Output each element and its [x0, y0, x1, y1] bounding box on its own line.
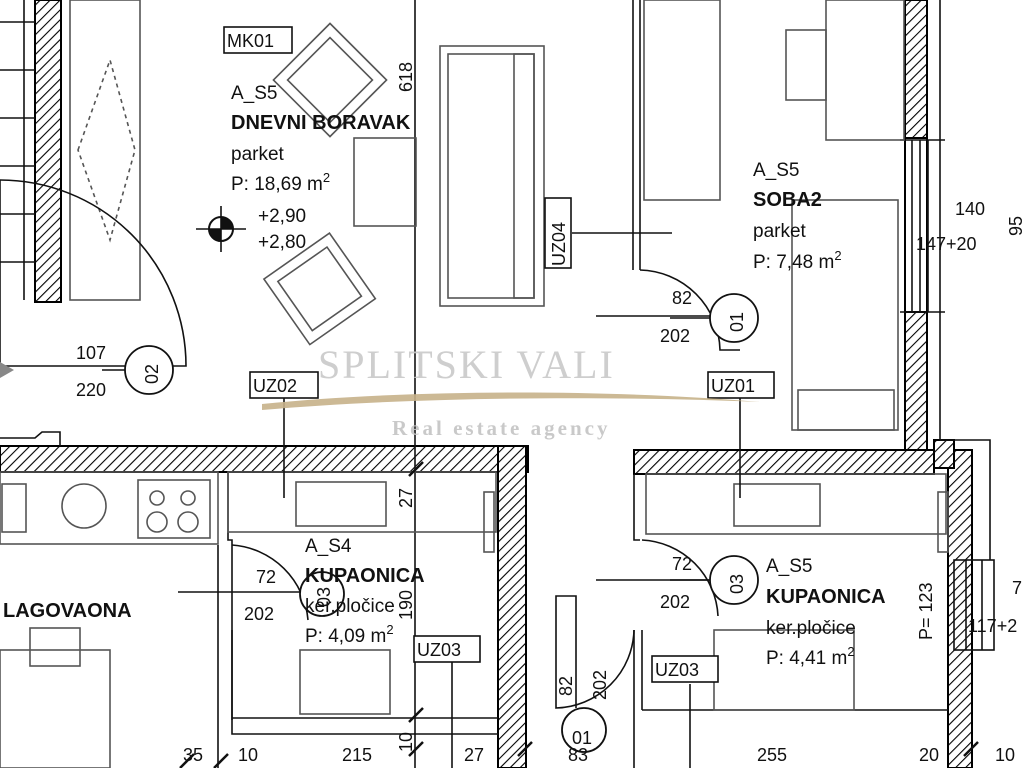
door01-bottom-height: 202: [590, 670, 610, 700]
bath2-name: KUPAONICA: [766, 586, 886, 608]
living-room-floor: parket: [231, 144, 285, 165]
door01-bottom-width: 82: [556, 676, 576, 696]
dim-bottom-83: 83: [568, 745, 588, 765]
wall-window-right: [904, 137, 928, 313]
dim-bottom-10a: 10: [238, 745, 258, 765]
dim-bottom-20: 20: [919, 745, 939, 765]
bath2-floor: ker.pločice: [766, 618, 856, 639]
tag-uz03-bath2: UZ03: [655, 660, 699, 680]
wall-left-vertical: [34, 0, 62, 303]
dim-618: 618: [396, 62, 416, 92]
bath1-floor: ker.pločice: [305, 596, 395, 617]
dim-190: 190: [396, 590, 416, 620]
dim-7: 7: [1012, 578, 1022, 598]
dining-name: LAGOVAONA: [3, 600, 132, 622]
room2-floor: parket: [753, 221, 807, 242]
wall-outer-right: [933, 439, 955, 469]
dim-27-top: 27: [396, 488, 416, 508]
door03-bath2-height: 202: [660, 592, 690, 612]
level-marker: [196, 206, 246, 252]
watermark-title: SPLITSKI VALI: [318, 342, 615, 387]
dim-bottom-255: 255: [757, 745, 787, 765]
living-room-area: P: 18,69 m2: [231, 170, 330, 195]
tag-uz01: UZ01: [711, 376, 755, 396]
dim-117: 117+2: [968, 616, 1017, 636]
door01-room-height: 202: [660, 326, 690, 346]
living-room-name: DNEVNI BORAVAK: [231, 112, 411, 134]
bath1-code: A_S4: [305, 536, 352, 557]
dimension-ticks: [179, 461, 979, 768]
wall-middle-horizontal-right: [633, 449, 935, 475]
tag-boxes: [223, 26, 775, 683]
bath2-area: P: 4,41 m2: [766, 644, 855, 669]
door01-bottom-number: 01: [572, 728, 592, 748]
tag-uz04: UZ04: [549, 222, 569, 266]
dim-95: 95: [1006, 216, 1024, 236]
dim-bottom-10b: 10: [396, 732, 416, 752]
watermark-swoosh: [262, 392, 760, 410]
door03-bath1-number: 03: [314, 587, 334, 607]
wall-middle-horizontal-left: [0, 445, 529, 473]
door02-height: 220: [76, 380, 106, 400]
tag-uz03-bath1: UZ03: [417, 640, 461, 660]
door02-number: 02: [142, 364, 162, 384]
tag-uz02: UZ02: [253, 376, 297, 396]
door03-bath2-width: 72: [672, 554, 692, 574]
watermark-subtitle: Real estate agency: [392, 416, 610, 440]
door-circles: [124, 293, 759, 753]
dim-bottom-215: 215: [342, 745, 372, 765]
room2-area: P: 7,48 m2: [753, 248, 842, 273]
door-swings: [0, 179, 740, 709]
room2-code: A_S5: [753, 160, 799, 181]
wall-right-vertical: [904, 0, 928, 139]
wall-right-lower: [904, 311, 928, 453]
wall-bath2-right: [947, 449, 973, 768]
watermark: SPLITSKI VALI Real estate agency: [262, 342, 760, 440]
bath1-area: P: 4,09 m2: [305, 622, 394, 647]
level-upper: +2,90: [258, 206, 306, 227]
door03-bath2-number: 03: [727, 574, 747, 594]
tag-mk01: MK01: [227, 31, 274, 51]
room2-name: SOBA2: [753, 189, 822, 211]
dim-bottom-35: 35: [183, 745, 203, 765]
door03-bath1-width: 72: [256, 567, 276, 587]
door01-room-number: 01: [727, 312, 747, 332]
level-lower: +2,80: [258, 232, 306, 253]
thin-lines: [0, 0, 995, 768]
bath1-name: KUPAONICA: [305, 565, 425, 587]
door03-bath1-height: 202: [244, 604, 274, 624]
door02-width: 107: [76, 343, 106, 363]
bath2-code: A_S5: [766, 556, 812, 577]
dim-123: P= 123: [916, 582, 936, 640]
door01-room-width: 82: [672, 288, 692, 308]
dim-bottom-27: 27: [464, 745, 484, 765]
dim-bottom-10c: 10: [995, 745, 1015, 765]
dim-140: 140: [955, 199, 985, 219]
dim-147: 147+20: [916, 234, 977, 254]
wall-bath1-right: [497, 445, 527, 768]
living-room-code: A_S5: [231, 83, 277, 104]
